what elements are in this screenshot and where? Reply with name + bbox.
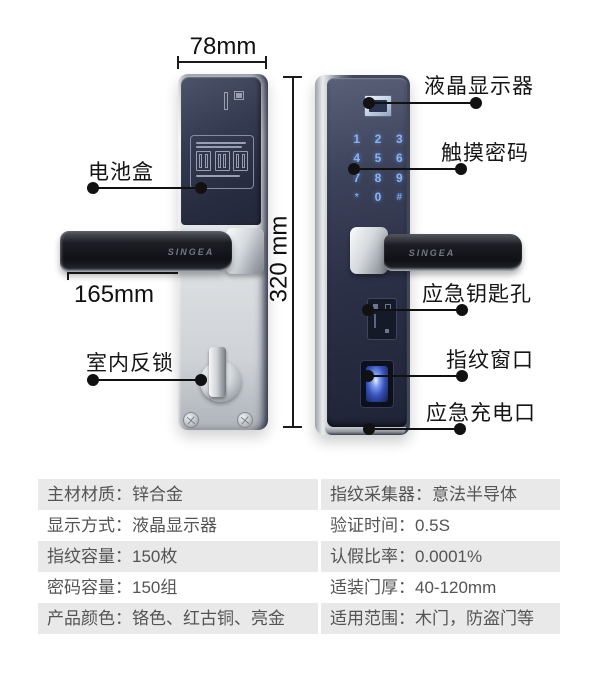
leader-line-lcd-display — [363, 97, 482, 109]
spec-row: 指纹容量：150枚 — [38, 541, 318, 572]
fingerprint-window — [360, 360, 394, 408]
callout-lcd-display: 液晶显示器 — [424, 75, 534, 98]
touch-keypad: 1 2 3 4 5 6 7 8 9 * 0 # — [346, 129, 410, 207]
leader-line-indoor-deadbolt — [87, 374, 207, 386]
interior-handle-hub — [226, 228, 264, 274]
spec-table-left-column: 主材材质：锌合金 显示方式：液晶显示器 指纹容量：150枚 密码容量：150组 … — [38, 479, 318, 634]
brand-logo-icon — [222, 91, 244, 113]
callout-emergency-charge-port: 应急充电口 — [426, 402, 536, 425]
leader-line-touch-password — [348, 163, 467, 175]
spec-row: 适装门厚：40-120mm — [321, 572, 560, 603]
spec-row: 认假比率：0.0001% — [321, 541, 560, 572]
dimension-width-line — [177, 56, 267, 69]
keypad-key: 2 — [374, 131, 382, 146]
keypad-key: 6 — [395, 151, 403, 166]
spec-row: 验证时间：0.5S — [321, 510, 560, 541]
screw-icon — [183, 412, 199, 428]
keypad-key: 0 — [374, 190, 382, 205]
exterior-handle: SINGEA — [384, 234, 522, 271]
battery-cover-panel — [181, 77, 261, 225]
spec-row: 显示方式：液晶显示器 — [38, 510, 318, 541]
interior-handle: SINGEA — [60, 231, 232, 272]
callout-indoor-deadbolt: 室内反锁 — [86, 352, 174, 375]
spec-row: 适用范围：木门，防盗门等 — [321, 603, 560, 634]
keypad-key: 4 — [353, 151, 360, 166]
deadbolt-thumbturn-knob — [209, 347, 226, 397]
callout-fingerprint-window: 指纹窗口 — [446, 349, 534, 372]
leader-line-battery-box — [87, 182, 207, 194]
brand-text: SINGEA — [167, 247, 215, 257]
keypad-key: 3 — [395, 131, 403, 146]
keypad-key: * — [354, 191, 359, 203]
spec-table-right-column: 指纹采集器：意法半导体 验证时间：0.5S 认假比率：0.0001% 适装门厚：… — [321, 479, 560, 634]
spec-row: 指纹采集器：意法半导体 — [321, 479, 560, 510]
spec-row: 密码容量：150组 — [38, 572, 318, 603]
spec-row: 产品颜色：铬色、红古铜、亮金 — [38, 603, 318, 634]
leader-line-fingerprint-window — [362, 370, 468, 382]
battery-diagram-icons — [196, 151, 248, 171]
keypad-key: 7 — [353, 170, 360, 185]
dimension-height-line — [283, 76, 302, 428]
dimension-handle-label: 165mm — [74, 281, 155, 308]
brand-text: SINGEA — [408, 248, 456, 258]
callout-touch-password: 触摸密码 — [441, 142, 529, 165]
dimension-width-label: 78mm — [189, 33, 257, 60]
keypad-key: 1 — [353, 131, 360, 146]
keypad-key: 8 — [374, 170, 382, 185]
callout-emergency-keyhole: 应急钥匙孔 — [422, 283, 532, 306]
keypad-key: 5 — [374, 151, 382, 166]
callout-battery-box: 电池盒 — [88, 161, 154, 184]
dimension-height-label: 320 mm — [265, 215, 293, 303]
exterior-handle-hub — [350, 227, 388, 274]
leader-line-emergency-charge-port — [363, 423, 466, 435]
spec-row: 主材材质：锌合金 — [38, 479, 318, 510]
battery-instruction-plate — [190, 135, 254, 189]
keypad-key: 9 — [395, 170, 403, 185]
leader-line-emergency-keyhole — [362, 304, 468, 316]
screw-icon — [237, 412, 253, 428]
keypad-key: # — [396, 191, 403, 203]
